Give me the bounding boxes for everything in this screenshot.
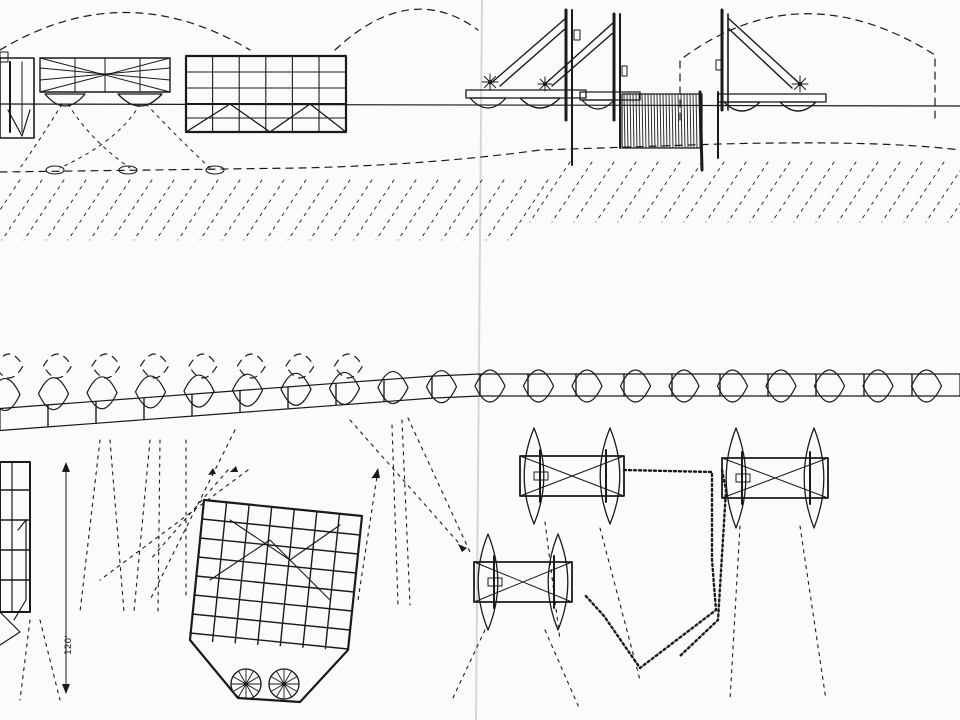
pontoon-boat [86,376,118,410]
pontoon-boat [474,369,506,403]
swing-arc-middle [334,8,479,51]
left-frame-plan: 120' [0,461,74,694]
capstan-wheel-icon [791,75,809,93]
pontoon-boat [522,369,555,403]
platform-frame-plan [188,498,364,704]
anchor-chain [582,468,728,670]
pontoon-boat [139,353,170,379]
pontoon-boat [668,369,700,403]
leader-lines [19,417,827,711]
bridge-deck-section [95,397,145,424]
pontoon-boat [716,369,749,403]
crane-assembly-center [465,8,719,172]
bridge-deck-section [575,373,625,397]
bridge-deck-section [0,404,49,432]
pontoon-boat [910,369,943,403]
pontoon-boat [333,353,364,379]
wheel-icon [268,668,300,700]
raft-frame-elevation [184,54,348,134]
pontoon-boat [328,371,361,406]
pontoon-boat [37,377,70,411]
pontoon-boat [813,369,846,403]
elevation-view [0,8,960,241]
bridge-deck-section [527,373,577,397]
pontoon-boat [0,377,21,412]
pontoon-boat [285,353,315,379]
bridge-deck-section [143,393,193,421]
pontoon-boat [571,369,603,403]
catamaran-raft [519,427,625,525]
paper-fold-crease [475,0,483,720]
pontoon-boat [134,375,167,409]
catamaran-raft [721,427,829,529]
pontoon-boat [280,372,312,406]
bridge-deck-section [239,386,289,414]
pontoon-bridge [0,353,960,432]
left-pontoon-frame [0,51,225,175]
catamaran-raft [473,533,573,631]
bridge-deck-section [623,373,673,397]
pontoon-boat [765,369,797,403]
pontoon-hull [477,533,499,631]
pontoon-boat [425,370,458,404]
pontoon-boat [377,370,409,405]
pontoon-boat [188,353,218,379]
pontoon-boat [862,369,894,403]
pontoon-boat [236,353,267,379]
plan-view: 120' [0,353,960,711]
bridge-deck-section [47,400,97,428]
swing-arc-right [679,13,936,121]
pontoon-hull [547,533,569,631]
wheel-icon [230,668,262,700]
rope-coil [621,93,703,149]
pontoon-boat [0,353,24,379]
pontoon-boat [183,374,215,408]
dimension-label: 120' [64,635,74,655]
swing-arc-left [0,12,251,51]
pontoon-hull [599,427,621,525]
pontoon-hull [803,427,825,529]
catamaran-rafts [473,427,829,631]
pontoon-boat [42,353,73,379]
water-line [0,103,960,107]
pontoon-boat [91,353,121,379]
bridge-deck-section [191,389,241,417]
riverbed-line [0,142,960,173]
pontoon-boat [619,369,652,403]
crane-assembly-right [715,8,827,112]
pontoon-boat [231,373,264,407]
capstan-wheel-icon [481,73,553,92]
bridge-deck-section [911,373,960,397]
bridge-deck-section [335,379,385,406]
pontoon-hull [523,427,545,525]
